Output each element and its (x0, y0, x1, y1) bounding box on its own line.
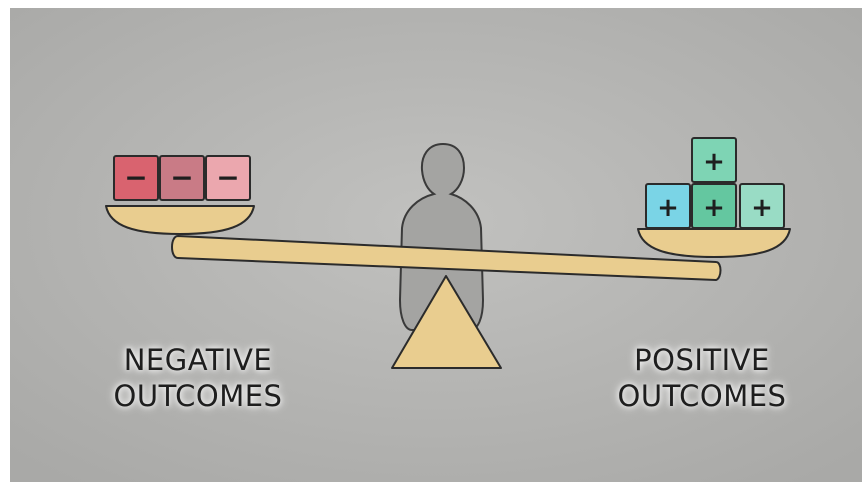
negative-block (159, 155, 205, 201)
positive-block (691, 183, 737, 229)
plus-symbol: + (751, 193, 773, 223)
negative-block (113, 155, 159, 201)
positive-tray (637, 228, 791, 258)
minus-symbol: − (124, 161, 147, 194)
plus-symbol: + (703, 147, 725, 177)
negative-block (205, 155, 251, 201)
negative-caption-line2: OUTCOMES (113, 379, 283, 413)
plus-symbol: + (657, 193, 679, 223)
positive-caption-line1: POSITIVE (634, 343, 770, 377)
negative-caption-line1: NEGATIVE (123, 343, 273, 377)
positive-block (645, 183, 691, 229)
minus-symbol: − (170, 161, 193, 194)
positive-caption-line2: OUTCOMES (617, 379, 787, 413)
positive-blocks: + + + + (645, 137, 785, 229)
minus-symbol: − (216, 161, 239, 194)
seesaw-plank (171, 235, 722, 281)
negative-tray (105, 205, 255, 235)
negative-blocks: − − − (113, 155, 251, 201)
plus-symbol: + (703, 193, 725, 223)
positive-outcomes-caption: POSITIVE OUTCOMES (592, 342, 812, 414)
positive-block (739, 183, 785, 229)
fulcrum-triangle (391, 275, 502, 369)
negative-outcomes-caption: NEGATIVE OUTCOMES (88, 342, 308, 414)
positive-block (691, 137, 737, 183)
